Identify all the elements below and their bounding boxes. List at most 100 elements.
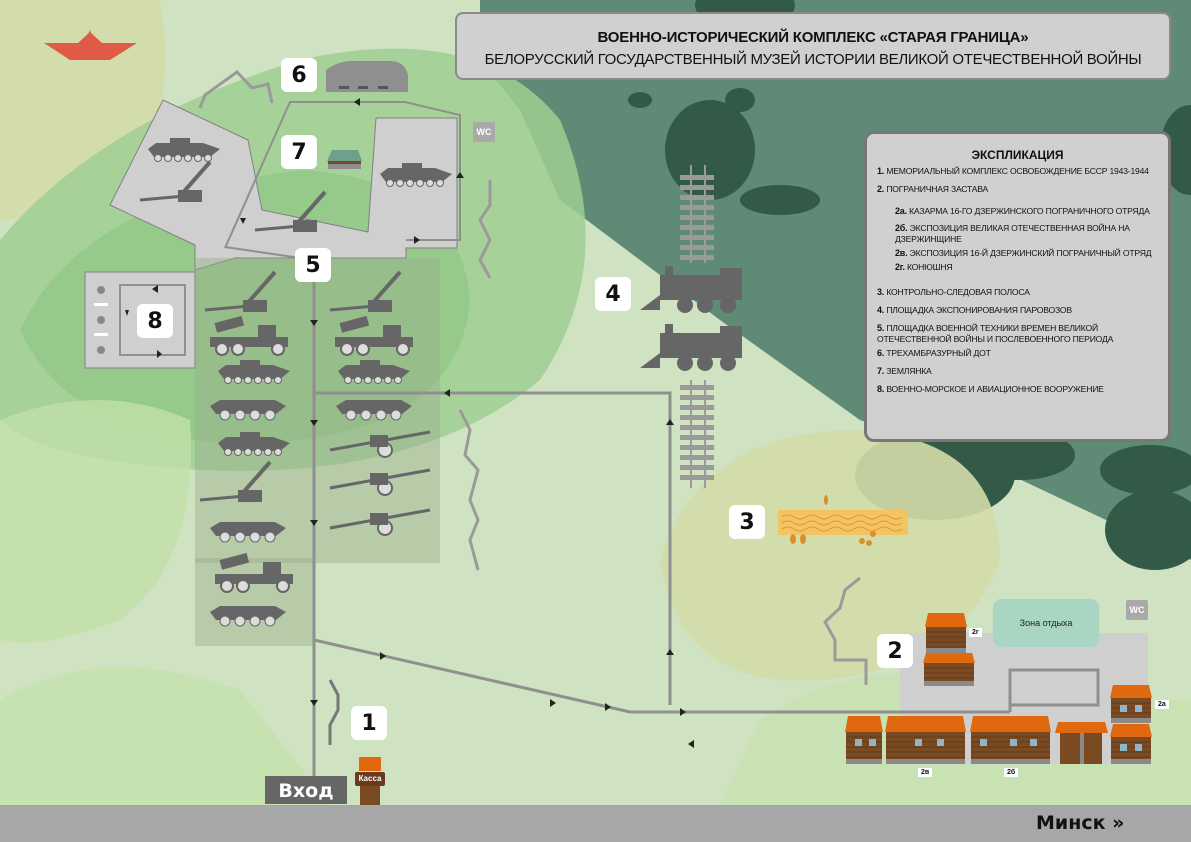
- legend-num: 2в.: [895, 248, 908, 258]
- locomotive-icon: [640, 266, 742, 313]
- dugout-icon: [327, 150, 362, 169]
- exhibit-area-5-lower: [195, 558, 313, 646]
- building: [845, 716, 883, 764]
- legend-text: ЭКСПОЗИЦИЯ 16-Й ДЗЕРЖИНСКИЙ ПОГРАНИЧНЫЙ …: [909, 248, 1152, 258]
- stable-building: [923, 653, 975, 686]
- booth-roof: [359, 757, 381, 771]
- legend-num: 7.: [877, 366, 885, 376]
- legend-item-6: 6. ТРЕХАМБРАЗУРНЫЙ ДОТ: [877, 348, 1158, 359]
- artillery-icon: [139, 160, 212, 202]
- marker-6[interactable]: 6: [281, 58, 317, 92]
- legend-item-2g: 2г. КОНЮШНЯ: [895, 262, 1158, 273]
- howitzer-icon: [329, 508, 431, 536]
- marker-2[interactable]: 2: [877, 634, 913, 668]
- legend-item-2: 2. ПОГРАНИЧНАЯ ЗАСТАВА: [877, 184, 1158, 195]
- howitzer-icon: [329, 430, 431, 458]
- marker-1[interactable]: 1: [351, 706, 387, 740]
- track-strip: [778, 495, 908, 546]
- legend-text: МЕМОРИАЛЬНЫЙ КОМПЛЕКС ОСВОБОЖДЕНИЕ БССР …: [886, 166, 1149, 176]
- building-label-2g: 2г: [969, 628, 982, 637]
- tank-icon: [338, 360, 410, 384]
- star-logo-icon: [44, 30, 137, 60]
- rocket-launcher-icon: [215, 552, 293, 593]
- legend-num: 2.: [877, 184, 885, 194]
- building-label-2v: 2в: [918, 768, 933, 777]
- legend-num: 2г.: [895, 262, 905, 272]
- legend-text: КАЗАРМА 16-ГО ДЗЕРЖИНСКОГО ПОГРАНИЧНОГО …: [909, 206, 1150, 216]
- legend-text: ПЛОЩАДКА ВОЕННОЙ ТЕХНИКИ ВРЕМЕН ВЕЛИКОЙ …: [877, 323, 1114, 344]
- map-subtitle: БЕЛОРУССКИЙ ГОСУДАРСТВЕННЫЙ МУЗЕЙ ИСТОРИ…: [484, 51, 1142, 68]
- tank-icon: [218, 432, 290, 456]
- artillery-icon: [204, 270, 277, 312]
- legend-text: ЗЕМЛЯНКА: [886, 366, 932, 376]
- apc-icon: [210, 522, 286, 543]
- marker-7[interactable]: 7: [281, 135, 317, 169]
- stable-building: [925, 613, 967, 653]
- legend-text: ПОГРАНИЧНАЯ ЗАСТАВА: [886, 184, 989, 194]
- tank-icon: [380, 163, 452, 187]
- marker-8[interactable]: 8: [137, 304, 173, 338]
- wc-icon: WC: [473, 122, 495, 142]
- legend-num: 6.: [877, 348, 885, 358]
- sand-area: [660, 430, 1000, 681]
- artillery-icon: [199, 460, 272, 502]
- rest-zone: Зона отдыха: [993, 599, 1099, 647]
- naval-weapons-icon: [94, 286, 108, 354]
- marker-4[interactable]: 4: [595, 277, 631, 311]
- legend-text: ВОЕННО-МОРСКОЕ И АВИАЦИОННОЕ ВООРУЖЕНИЕ: [886, 384, 1104, 394]
- paths: [312, 280, 1100, 780]
- legend-num: 5.: [877, 323, 885, 333]
- marker-3[interactable]: 3: [729, 505, 765, 539]
- cashier-label: Касса: [355, 772, 385, 786]
- railway: [680, 165, 714, 488]
- legend-item-7: 7. ЗЕМЛЯНКА: [877, 366, 1158, 377]
- legend-item-1: 1. МЕМОРИАЛЬНЫЙ КОМПЛЕКС ОСВОБОЖДЕНИЕ БС…: [877, 166, 1158, 177]
- legend-num: 4.: [877, 305, 885, 315]
- artillery-icon: [329, 270, 402, 312]
- legend-item-2a: 2а. КАЗАРМА 16-ГО ДЗЕРЖИНСКОГО ПОГРАНИЧН…: [895, 206, 1158, 217]
- legend-item-2v: 2в. ЭКСПОЗИЦИЯ 16-Й ДЗЕРЖИНСКИЙ ПОГРАНИЧ…: [895, 248, 1158, 259]
- legend-item-3: 3. КОНТРОЛЬНО-СЛЕДОВАЯ ПОЛОСА: [877, 287, 1158, 298]
- legend-text: КОНТРОЛЬНО-СЛЕДОВАЯ ПОЛОСА: [886, 287, 1030, 297]
- bunker-icon: [326, 60, 408, 92]
- buildings: [845, 613, 1152, 764]
- trenches: [198, 70, 868, 745]
- legend-text: ЭКСПОЗИЦИЯ ВЕЛИКАЯ ОТЕЧЕСТВЕННАЯ ВОЙНА Н…: [895, 223, 1130, 244]
- legend-num: 1.: [877, 166, 885, 176]
- legend-text: ТРЕХАМБРАЗУРНЫЙ ДОТ: [886, 348, 991, 358]
- building-2a: [1110, 724, 1152, 764]
- building-2a: [1110, 685, 1152, 723]
- paths-thin: [119, 101, 461, 356]
- legend-item-2b: 2б. ЭКСПОЗИЦИЯ ВЕЛИКАЯ ОТЕЧЕСТВЕННАЯ ВОЙ…: [895, 223, 1158, 245]
- rocket-launcher-icon: [210, 315, 288, 356]
- direction-arrows: [125, 98, 694, 748]
- legend-num: 2а.: [895, 206, 907, 216]
- entrance-sign[interactable]: Вход: [265, 776, 347, 804]
- gate-building: [1055, 722, 1108, 764]
- legend-panel: ЭКСПЛИКАЦИЯ 1. МЕМОРИАЛЬНЫЙ КОМПЛЕКС ОСВ…: [864, 131, 1171, 442]
- howitzer-icon: [329, 468, 431, 496]
- tank-icon: [218, 360, 290, 384]
- legend-text: ПЛОЩАДКА ЭКСПОНИРОВАНИЯ ПАРОВОЗОВ: [886, 305, 1072, 315]
- direction-minsk: Минск »: [1036, 812, 1125, 834]
- grass-area-left: [0, 400, 192, 643]
- legend-item-4: 4. ПЛОЩАДКА ЭКСПОНИРОВАНИЯ ПАРОВОЗОВ: [877, 305, 1158, 316]
- apc-icon: [336, 400, 412, 421]
- legend-num: 3.: [877, 287, 885, 297]
- grass-area-bottom: [0, 667, 330, 805]
- apc-icon: [210, 606, 286, 627]
- booth-body: [360, 785, 380, 805]
- cashier-booth: [359, 757, 381, 805]
- map-title: ВОЕННО-ИСТОРИЧЕСКИЙ КОМПЛЕКС «СТАРАЯ ГРА…: [597, 29, 1029, 46]
- legend-title: ЭКСПЛИКАЦИЯ: [971, 148, 1064, 162]
- building-2v: [885, 716, 966, 764]
- road: [0, 805, 1191, 842]
- legend-item-5: 5. ПЛОЩАДКА ВОЕННОЙ ТЕХНИКИ ВРЕМЕН ВЕЛИК…: [877, 323, 1158, 345]
- legend-num: 8.: [877, 384, 885, 394]
- legend-item-8: 8. ВОЕННО-МОРСКОЕ И АВИАЦИОННОЕ ВООРУЖЕН…: [877, 384, 1158, 395]
- legend-text: КОНЮШНЯ: [906, 262, 953, 272]
- rocket-launcher-icon: [335, 315, 413, 356]
- building-label-2b: 2б: [1004, 768, 1019, 777]
- vehicles: [139, 138, 452, 627]
- marker-5[interactable]: 5: [295, 248, 331, 282]
